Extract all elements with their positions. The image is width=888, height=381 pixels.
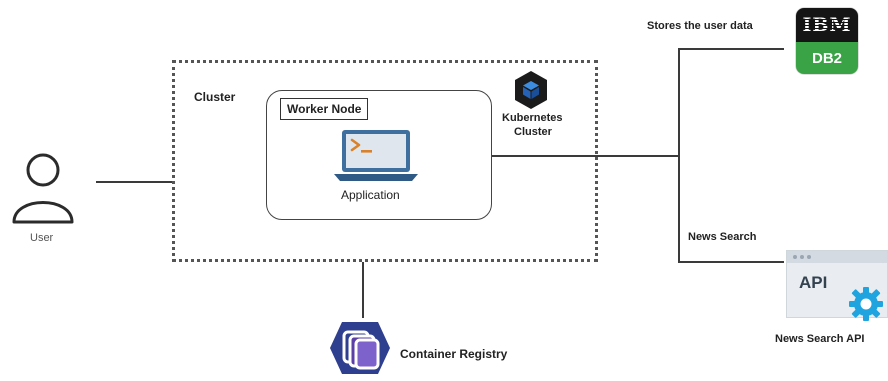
user-icon: [8, 148, 78, 226]
news-annotation: News Search: [688, 231, 757, 243]
db2-logo-bottom: DB2: [796, 42, 858, 74]
cluster-to-services-line: [492, 155, 678, 157]
ibm-logo-text: IBM: [802, 14, 852, 36]
services-vertical-line: [678, 48, 680, 262]
cluster-label: Cluster: [194, 90, 236, 104]
api-text: API: [799, 273, 828, 292]
db-annotation: Stores the user data: [647, 20, 753, 32]
cluster-boundary: [172, 60, 598, 262]
to-news-api-line: [678, 261, 784, 263]
api-window-titlebar: [787, 251, 887, 263]
user-label: User: [30, 232, 54, 244]
worker-node-label: Worker Node: [280, 98, 369, 120]
container-registry-label: Container Registry: [400, 347, 508, 361]
ibm-db2-logo: IBM DB2: [796, 8, 858, 74]
user-to-cluster-line: [96, 181, 172, 183]
container-registry-icon: [328, 320, 392, 376]
kubernetes-cube-icon: [513, 70, 549, 110]
ibm-logo-top: IBM: [796, 8, 858, 42]
kubernetes-label-line2: Cluster: [514, 126, 552, 138]
db2-logo-text: DB2: [811, 49, 842, 67]
kubernetes-label-line1: Kubernetes: [502, 112, 563, 124]
application-label: Application: [341, 188, 400, 202]
to-db2-line: [678, 48, 784, 50]
laptop-terminal-icon: [332, 128, 420, 184]
cluster-to-registry-line: [362, 262, 364, 318]
api-gear-icon: [846, 284, 886, 324]
news-search-api-label: News Search API: [775, 333, 865, 345]
